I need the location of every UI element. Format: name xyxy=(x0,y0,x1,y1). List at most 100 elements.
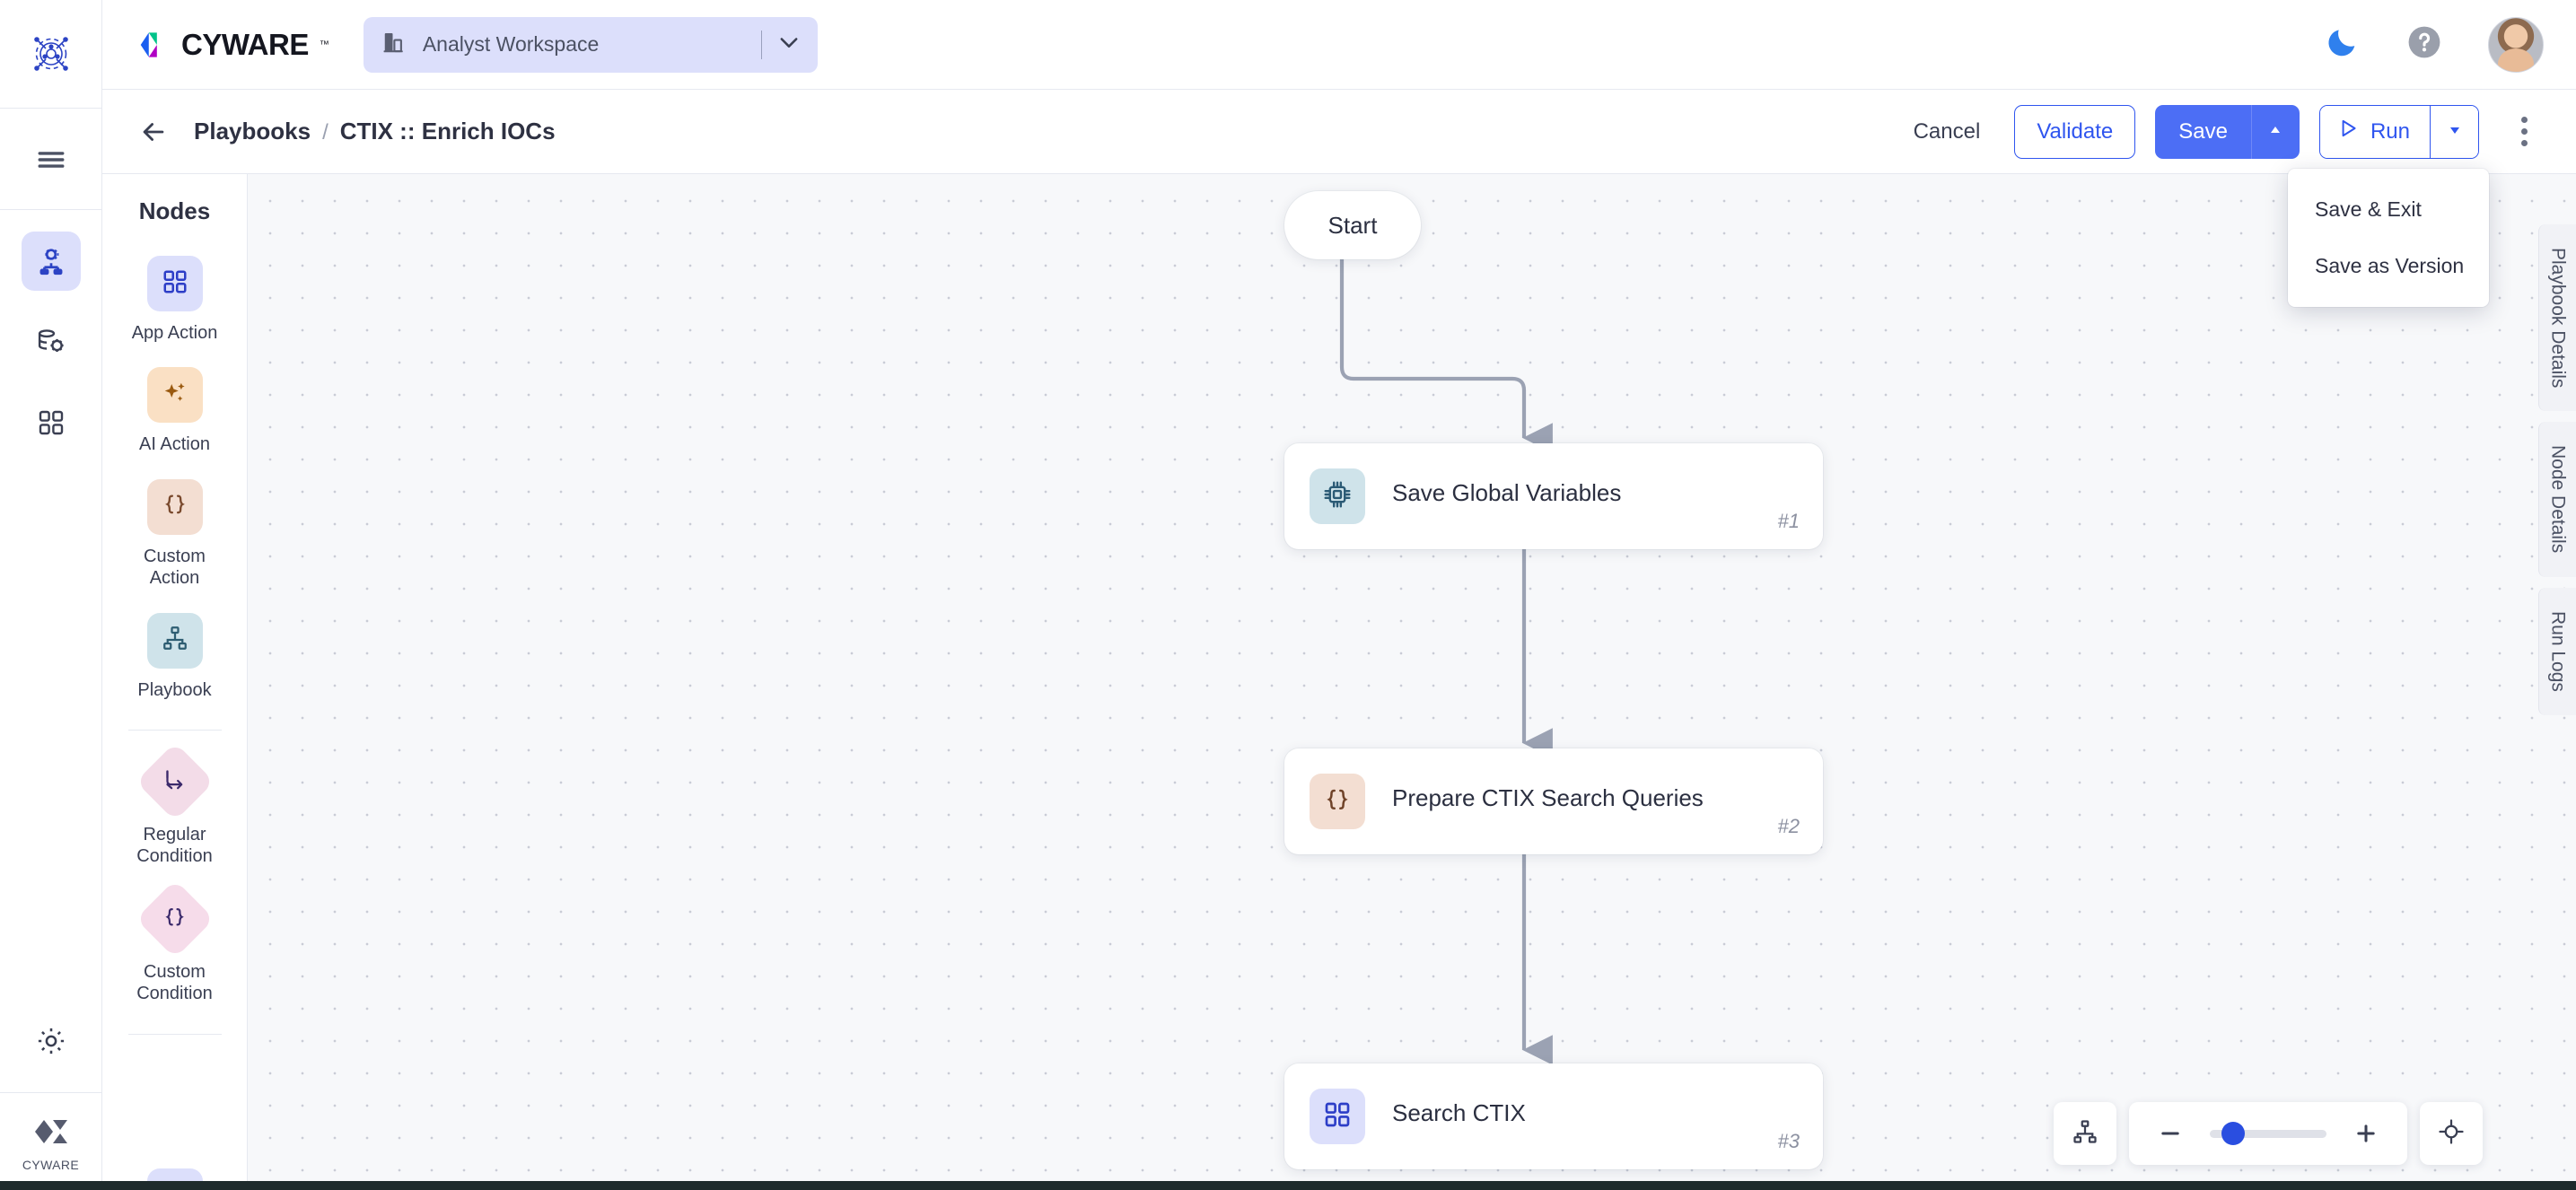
menu-item-save-and-exit[interactable]: Save & Exit xyxy=(2315,197,2422,221)
chevron-down-icon[interactable] xyxy=(776,30,802,59)
main-column: CYWARE ™ Analyst Workspace xyxy=(102,0,2576,1190)
plus-icon[interactable] xyxy=(2348,1116,2384,1151)
palette-label-ai-action: AI Action xyxy=(139,434,210,455)
arrow-left-icon[interactable] xyxy=(133,111,174,153)
top-header-bar: CYWARE ™ Analyst Workspace xyxy=(102,0,2576,90)
rail-divider-2 xyxy=(0,209,101,210)
node-1-icon-box xyxy=(1310,468,1365,524)
fit-to-view-button[interactable] xyxy=(2420,1102,2483,1165)
curly-braces-icon xyxy=(162,904,188,933)
palette-label-regular-condition: Regular Condition xyxy=(136,824,213,867)
save-dropdown-menu: Save & Exit Save as Version xyxy=(2288,169,2489,307)
grid-apps-icon xyxy=(162,268,188,300)
palette-divider-1 xyxy=(127,729,222,731)
kebab-dot-1 xyxy=(2520,117,2528,123)
node-3-number: #3 xyxy=(1777,1130,1800,1152)
auto-layout-button[interactable] xyxy=(2054,1102,2116,1165)
palette-item-regular-condition[interactable]: Regular Condition xyxy=(102,742,247,868)
breadcrumb: Playbooks / CTIX :: Enrich IOCs xyxy=(194,118,556,145)
palette-item-playbook[interactable]: Playbook xyxy=(102,612,247,701)
sidebar-item-data-management[interactable] xyxy=(22,312,81,372)
play-triangle-icon xyxy=(2336,117,2360,146)
editor-body: Nodes App Action xyxy=(102,174,2576,1190)
brand-name: CYWARE xyxy=(181,27,309,61)
palette-label-playbook: Playbook xyxy=(137,679,212,700)
branch-arrow-icon xyxy=(162,766,188,796)
palette-label-app-action: App Action xyxy=(131,323,218,343)
workspace-selector[interactable]: Analyst Workspace xyxy=(363,16,818,73)
node-card-3[interactable]: Search CTIX #3 xyxy=(1284,1063,1823,1169)
sitemap-icon xyxy=(2072,1118,2098,1150)
zoom-slider-thumb[interactable] xyxy=(2221,1122,2245,1145)
palette-item-custom-action[interactable]: Custom Action xyxy=(102,478,247,590)
right-side-tabs: Playbook Details Node Details Run Logs xyxy=(2538,224,2576,715)
node-1-number: #1 xyxy=(1777,510,1800,532)
run-label: Run xyxy=(2370,118,2410,144)
save-dropdown-toggle[interactable] xyxy=(2250,104,2300,159)
palette-item-ai-action[interactable]: AI Action xyxy=(102,367,247,455)
zoom-slider-track[interactable] xyxy=(2210,1122,2326,1145)
workspace-label: Analyst Workspace xyxy=(422,32,600,56)
save-split-button: Save xyxy=(2155,104,2300,159)
tab-playbook-details[interactable]: Playbook Details xyxy=(2538,224,2576,412)
caret-up-icon xyxy=(2266,121,2284,142)
sidebar-item-orchestrate[interactable] xyxy=(21,232,81,291)
gear-icon[interactable] xyxy=(22,1011,81,1071)
breadcrumb-separator: / xyxy=(322,120,329,144)
flow-connectors xyxy=(1339,231,1553,1065)
menu-item-save-as-version[interactable]: Save as Version xyxy=(2315,254,2465,277)
node-1-title: Save Global Variables xyxy=(1392,479,1622,506)
breadcrumb-current: CTIX :: Enrich IOCs xyxy=(339,118,556,144)
run-split-button: Run xyxy=(2318,104,2479,159)
screen-bottom-edge xyxy=(0,1181,2576,1190)
playbook-chip xyxy=(146,612,203,669)
node-2-number: #2 xyxy=(1777,815,1800,837)
moon-icon[interactable] xyxy=(2325,24,2361,65)
custom-condition-chip xyxy=(135,879,215,958)
palette-item-app-action[interactable]: App Action xyxy=(102,256,247,344)
run-button[interactable]: Run xyxy=(2319,105,2430,158)
top-right-actions xyxy=(2325,16,2544,73)
playbook-canvas[interactable]: Start Save Global Variables #1 xyxy=(248,174,2576,1190)
cyware-footer-logo[interactable]: CYWARE xyxy=(0,1092,101,1190)
brand-logo[interactable]: CYWARE ™ xyxy=(138,28,329,62)
cyware-network-logo-icon[interactable] xyxy=(30,22,73,85)
editor-actions: Cancel Validate Save xyxy=(1899,104,2544,159)
sidebar-item-apps[interactable] xyxy=(22,393,81,452)
hamburger-menu-icon[interactable] xyxy=(22,130,81,189)
canvas-zoom-controls xyxy=(2054,1102,2483,1165)
palette-divider-2 xyxy=(127,1033,222,1035)
node-card-1[interactable]: Save Global Variables #1 xyxy=(1284,443,1823,549)
cpu-chip-icon xyxy=(1322,479,1353,514)
kebab-dot-2 xyxy=(2520,128,2528,135)
cyware-mark-icon xyxy=(34,1120,67,1143)
crosshair-target-icon xyxy=(2438,1118,2465,1150)
node-card-2[interactable]: Prepare CTIX Search Queries #2 xyxy=(1284,748,1823,854)
more-vertical-icon[interactable] xyxy=(2504,107,2544,157)
breadcrumb-root[interactable]: Playbooks xyxy=(194,118,311,144)
validate-button[interactable]: Validate xyxy=(2014,104,2136,159)
palette-label-custom-action: Custom Action xyxy=(144,546,206,589)
tab-run-logs[interactable]: Run Logs xyxy=(2538,587,2576,715)
run-dropdown-toggle[interactable] xyxy=(2430,105,2478,158)
question-circle-icon[interactable] xyxy=(2407,25,2441,64)
user-avatar[interactable] xyxy=(2488,16,2544,73)
ai-action-chip xyxy=(146,367,203,424)
start-node[interactable]: Start xyxy=(1284,191,1421,259)
sitemap-icon xyxy=(162,625,188,656)
regular-condition-chip xyxy=(135,742,215,821)
cancel-button[interactable]: Cancel xyxy=(1899,112,1995,152)
curly-braces-icon xyxy=(1323,785,1352,818)
minus-icon[interactable] xyxy=(2152,1116,2188,1151)
nodes-palette-panel: Nodes App Action xyxy=(102,174,248,1190)
cyware-logo-icon xyxy=(140,31,157,57)
save-button[interactable]: Save xyxy=(2155,104,2251,159)
tab-node-details[interactable]: Node Details xyxy=(2538,422,2576,577)
grid-apps-icon xyxy=(1323,1100,1352,1133)
node-3-icon-box xyxy=(1310,1089,1365,1144)
palette-item-custom-condition[interactable]: Custom Condition xyxy=(102,879,247,1005)
node-3-title: Search CTIX xyxy=(1392,1099,1526,1126)
node-2-title: Prepare CTIX Search Queries xyxy=(1392,784,1704,811)
node-2-icon-box xyxy=(1310,774,1365,829)
app-action-chip xyxy=(146,256,203,311)
